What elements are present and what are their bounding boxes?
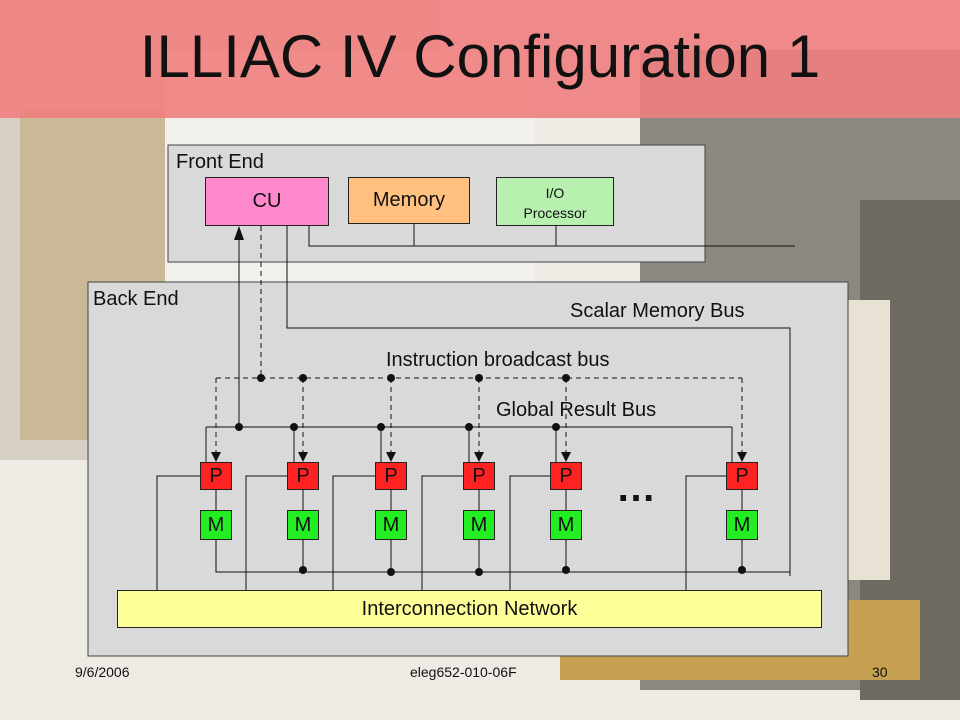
slide-title: ILLIAC IV Configuration 1 (139, 23, 821, 90)
front-end-label: Front End (176, 151, 264, 173)
processor-element: P (200, 462, 232, 490)
scalar-memory-bus-label: Scalar Memory Bus (570, 300, 745, 322)
interconnection-network: Interconnection Network (117, 590, 822, 628)
result-bus-drops (205, 427, 733, 462)
footer-course: eleg652-010-06F (410, 664, 517, 680)
page-number: 30 (872, 664, 888, 680)
processor-element: P (550, 462, 582, 490)
title-band (0, 0, 960, 118)
global-result-bus-label: Global Result Bus (496, 399, 657, 421)
memory-lower-dots (299, 566, 746, 576)
memory-module: M (550, 510, 582, 540)
memory-module: M (375, 510, 407, 540)
result-bus-dots (235, 423, 560, 431)
front-end-bus (308, 226, 795, 247)
broadcast-drops (215, 378, 743, 454)
io-processor-box: I/O Processor (496, 177, 614, 226)
pe-network-links (156, 475, 726, 590)
cu-box: CU (205, 177, 329, 226)
memory-module: M (200, 510, 232, 540)
instruction-broadcast-bus-label: Instruction broadcast bus (386, 349, 610, 371)
memory-module: M (463, 510, 495, 540)
memory-module: M (726, 510, 758, 540)
footer-date: 9/6/2006 (75, 664, 130, 680)
broadcast-arrowheads (211, 452, 747, 462)
scalar-memory-bus (286, 226, 791, 576)
pe-memory-links (215, 490, 743, 510)
back-end-label: Back End (93, 288, 179, 310)
broadcast-junction-dots (257, 374, 570, 382)
ellipsis: … (616, 466, 656, 510)
memory-lower-bus (215, 540, 790, 573)
memory-box: Memory (348, 177, 470, 224)
result-to-cu-arrowhead (234, 226, 244, 240)
processor-element: P (287, 462, 319, 490)
processor-element: P (375, 462, 407, 490)
memory-module: M (287, 510, 319, 540)
processor-element: P (726, 462, 758, 490)
processor-element: P (463, 462, 495, 490)
